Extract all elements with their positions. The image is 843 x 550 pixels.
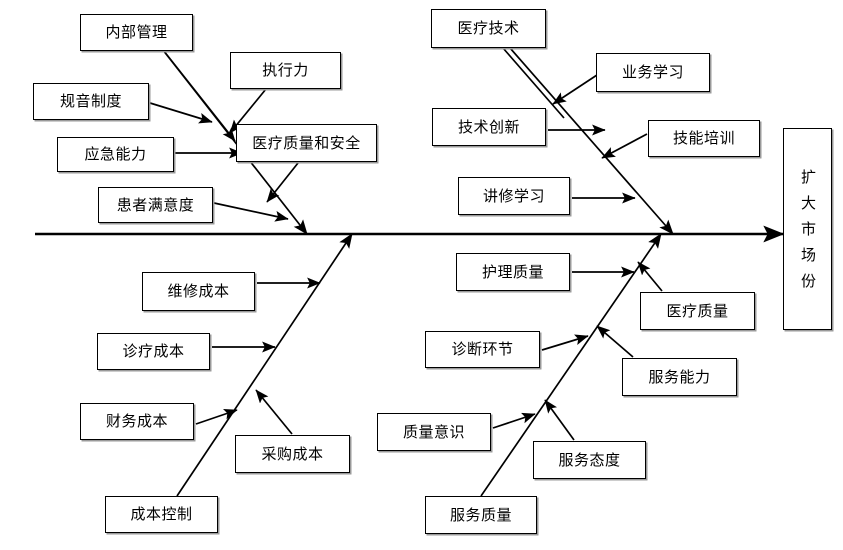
factor-label: 讲修学习 <box>482 186 545 205</box>
factor-label: 服务能力 <box>648 367 711 386</box>
factor-box-skills-training: 技能培训 <box>648 120 760 157</box>
factor-label: 医疗质量和安全 <box>252 133 361 152</box>
factor-box-service-capability: 服务能力 <box>622 358 737 396</box>
branch-line-cost-control <box>176 233 353 497</box>
connector-service-capability <box>596 325 634 358</box>
factor-box-medical-technology: 医疗技术 <box>431 9 546 48</box>
factor-box-maintenance-cost: 维修成本 <box>142 272 255 311</box>
factor-label: 患者满意度 <box>116 195 195 214</box>
factor-box-technical-innovation: 技术创新 <box>432 108 546 146</box>
factor-label: 应急能力 <box>84 145 147 163</box>
factor-label: 医疗技术 <box>457 19 520 37</box>
factor-label: 医疗质量 <box>666 301 729 320</box>
result-box: 扩大市场份 <box>783 128 832 330</box>
factor-label: 技术创新 <box>457 117 520 136</box>
factor-label: 诊疗成本 <box>122 342 185 360</box>
factor-box-rules-and-systems: 规音制度 <box>33 83 149 120</box>
factor-label: 质量意识 <box>402 422 465 441</box>
connector-diagnosis-process <box>541 334 589 351</box>
connector-medical-technology <box>502 47 565 119</box>
factor-box-procurement-cost: 采购成本 <box>235 435 350 473</box>
connector-skills-training <box>601 133 648 159</box>
factor-box-medical-quality: 医疗质量 <box>640 292 755 330</box>
factor-box-nursing-quality: 护理质量 <box>456 253 570 291</box>
factor-box-internal-management: 内部管理 <box>80 14 193 51</box>
factor-box-patient-satisfaction: 患者满意度 <box>98 187 213 223</box>
connector-business-study <box>552 74 598 105</box>
factor-label: 财务成本 <box>105 412 168 430</box>
connector-rules-and-systems <box>149 102 213 124</box>
factor-label: 技能培训 <box>672 129 735 147</box>
factor-label: 护理质量 <box>481 262 544 281</box>
factor-label: 执行力 <box>262 61 309 79</box>
factor-label: 规音制度 <box>59 92 122 110</box>
factor-box-advanced-study: 讲修学习 <box>458 177 570 215</box>
factor-box-emergency-capability: 应急能力 <box>57 137 174 172</box>
factor-box-treatment-cost: 诊疗成本 <box>97 333 210 370</box>
branch-line-service-quality <box>480 233 662 497</box>
factor-label: 诊断环节 <box>451 340 514 358</box>
factor-box-service-attitude: 服务态度 <box>533 441 646 479</box>
result-label: 扩大市场份 <box>799 169 817 299</box>
connector-patient-satisfaction <box>213 202 289 222</box>
connector-procurement-cost <box>255 389 293 435</box>
factor-box-diagnosis-process: 诊断环节 <box>425 331 540 368</box>
factor-label: 服务质量 <box>449 505 512 524</box>
connector-financial-cost <box>195 409 238 425</box>
factor-box-service-quality: 服务质量 <box>425 496 537 534</box>
factor-box-execution-ability: 执行力 <box>230 52 341 89</box>
branch-line-medical-technology <box>502 39 674 235</box>
factor-box-financial-cost: 财务成本 <box>80 403 194 440</box>
factor-box-cost-control: 成本控制 <box>105 496 218 533</box>
factor-label: 内部管理 <box>105 23 168 41</box>
factor-label: 成本控制 <box>130 505 193 523</box>
connector-quality-awareness <box>492 412 536 429</box>
factor-box-business-study: 业务学习 <box>596 53 710 92</box>
factor-label: 维修成本 <box>167 282 230 300</box>
factor-label: 服务态度 <box>558 450 621 469</box>
connector-service-attitude <box>544 399 575 441</box>
connector-medical-quality <box>637 261 663 292</box>
connector-medical-quality-safety <box>266 162 299 203</box>
factor-label: 业务学习 <box>621 63 684 81</box>
factor-box-medical-quality-and-safety: 医疗质量和安全 <box>236 124 377 162</box>
factor-label: 采购成本 <box>261 444 324 463</box>
connector-internal-management <box>151 35 236 142</box>
connector-lines-group <box>149 35 663 441</box>
factor-box-quality-awareness: 质量意识 <box>377 413 491 451</box>
